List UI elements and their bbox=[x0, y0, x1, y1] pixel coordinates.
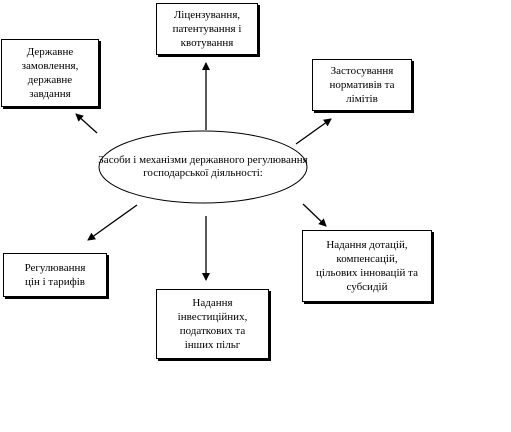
box-line: Надання дотацій, bbox=[326, 239, 408, 251]
box-line: завдання bbox=[29, 88, 71, 100]
center-label: Засоби і механізми державного регулюванн… bbox=[98, 130, 308, 204]
box-line: податкових та bbox=[179, 325, 246, 337]
box-line: державне bbox=[27, 74, 73, 86]
box-price-regulation: Регулювання цін і тарифів bbox=[3, 253, 107, 297]
box-line: патентування і bbox=[172, 23, 242, 35]
center-ellipse bbox=[98, 130, 308, 204]
box-benefits: Надання інвестиційних, податкових та інш… bbox=[156, 289, 269, 359]
box-line: нормативів та bbox=[329, 79, 395, 91]
box-state-order: Державне замовлення, державне завдання bbox=[1, 39, 99, 107]
box-line: інвестиційних, bbox=[177, 311, 248, 323]
arrow-to-bottom-right bbox=[302, 203, 327, 227]
box-line: Регулювання bbox=[24, 262, 86, 274]
box-line: субсидій bbox=[346, 281, 388, 293]
arrow-to-top-right bbox=[295, 118, 332, 145]
box-line: лімітів bbox=[346, 93, 378, 105]
box-line: цін і тарифів bbox=[25, 276, 85, 288]
box-line: Застосування bbox=[330, 65, 394, 77]
center-line: господарської діяльності: bbox=[143, 167, 263, 179]
box-subsidies: Надання дотацій, компенсацій, цільових і… bbox=[302, 230, 432, 302]
box-line: квотування bbox=[180, 37, 234, 49]
box-line: компенсацій, bbox=[336, 253, 398, 265]
box-line: Надання bbox=[192, 297, 233, 309]
arrow-to-bottom-left bbox=[87, 204, 138, 241]
box-norms: Застосування нормативів та лімітів bbox=[312, 59, 412, 111]
box-line: Ліцензування, bbox=[173, 9, 241, 21]
center-line: державного регулювання bbox=[189, 154, 308, 166]
box-line: цільових інновацій та bbox=[316, 267, 418, 279]
box-line: інших пільг bbox=[184, 339, 241, 351]
arrow-to-top-left bbox=[75, 113, 98, 134]
box-licensing: Ліцензування, патентування і квотування bbox=[156, 3, 258, 55]
box-line: замовлення, bbox=[21, 60, 79, 72]
box-line: Державне bbox=[26, 46, 74, 58]
center-line: Засоби і механізми bbox=[98, 154, 188, 166]
